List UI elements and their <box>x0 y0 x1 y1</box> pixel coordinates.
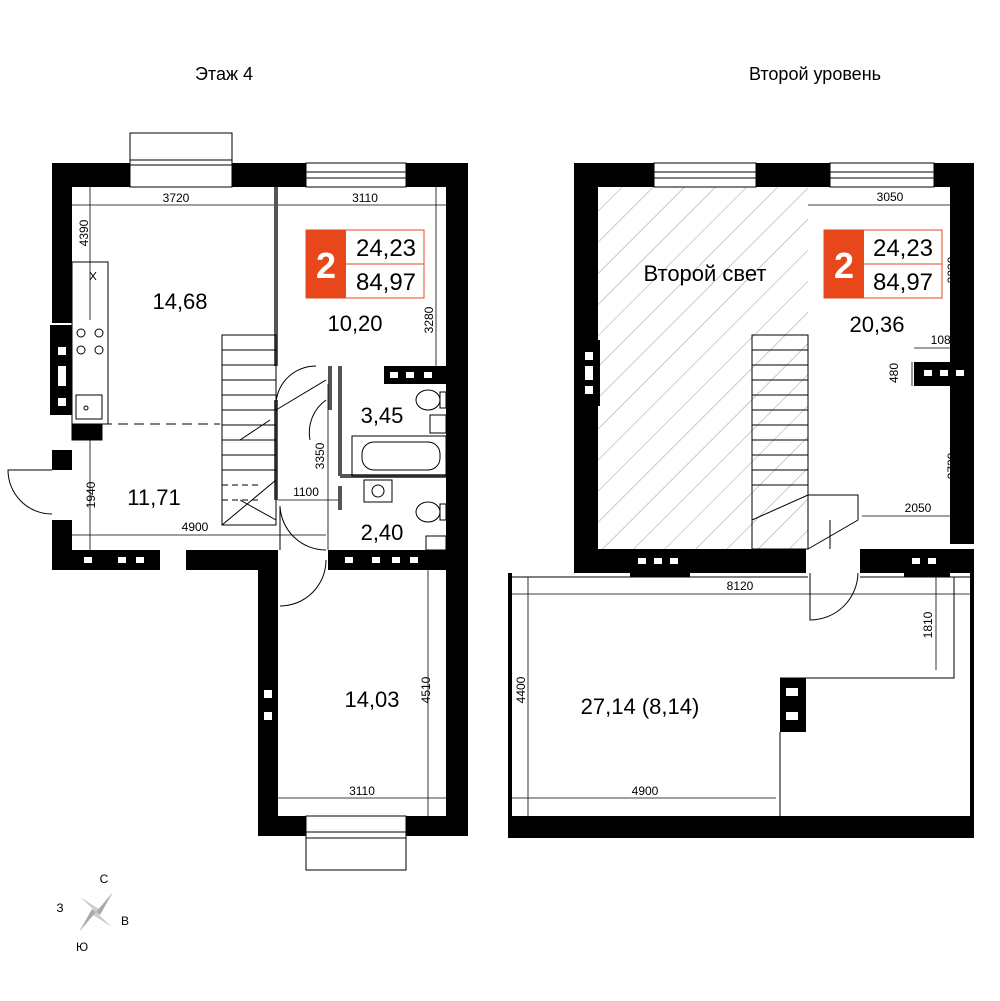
compass: С З В Ю <box>56 872 129 954</box>
compass-north: С <box>100 872 109 886</box>
badge-living-area: 24,23 <box>873 235 933 262</box>
dimension-label: 8120 <box>727 579 754 593</box>
level-1-wall-holes <box>58 347 432 720</box>
compass-west: З <box>56 901 63 915</box>
dimension-label: 3050 <box>877 190 904 204</box>
level-1-bathroom <box>351 389 447 551</box>
apartment-badge: 2 24,23 84,97 <box>305 229 425 299</box>
terrace-outline <box>512 576 970 816</box>
dimension-label: 3230 <box>945 256 959 283</box>
dimension-label: 2050 <box>905 501 932 515</box>
dimension-label: 480 <box>887 363 901 383</box>
dimension-label: 4400 <box>514 676 528 703</box>
level-1-walls <box>50 163 468 836</box>
badge-total-area: 84,97 <box>356 269 416 296</box>
room-area: 3,45 <box>361 403 404 428</box>
dimension-label: 1940 <box>84 481 98 508</box>
compass-south: Ю <box>76 940 88 954</box>
second-light-hatch <box>598 187 808 549</box>
badge-living-area: 24,23 <box>356 235 416 262</box>
badge-total-area: 84,97 <box>873 269 933 296</box>
dimension-label: 3110 <box>349 784 375 798</box>
dimension-label: 3110 <box>352 191 378 205</box>
level-1-dim-lines <box>72 187 446 816</box>
dimension-label: 4390 <box>77 219 91 246</box>
level-2-stairs <box>751 334 859 550</box>
room-area: 2,40 <box>361 520 404 545</box>
level-2-doors <box>809 572 859 621</box>
room-area: 14,68 <box>152 289 207 314</box>
level-1-kitchen <box>71 261 220 441</box>
level-1-plan: Этаж 4 <box>7 64 468 871</box>
level-2-title: Второй уровень <box>749 64 881 84</box>
level-2-wall-holes <box>585 352 964 720</box>
dimension-label: 2730 <box>945 452 959 479</box>
room-area: 11,71 <box>127 485 180 510</box>
level-2-plan: Второй уровень <box>508 64 974 838</box>
compass-rose-icon <box>79 892 113 932</box>
dimension-label: 3350 <box>313 442 327 469</box>
level-1-windows <box>129 132 407 871</box>
dimension-label: 1100 <box>293 485 319 499</box>
apartment-badge: 2 24,23 84,97 <box>823 229 943 299</box>
badge-room-count: 2 <box>834 245 854 286</box>
level-1-stairs <box>221 334 277 526</box>
dimension-label: 4510 <box>419 676 433 703</box>
room-area: 27,14 (8,14) <box>581 694 700 719</box>
compass-east: В <box>121 914 129 928</box>
dimension-label: 1810 <box>921 611 935 638</box>
level-2-dim-lines <box>512 187 970 816</box>
room-area: 14,03 <box>344 687 399 712</box>
level-1-title: Этаж 4 <box>195 64 253 84</box>
dimension-label: 4900 <box>632 784 659 798</box>
badge-room-count: 2 <box>316 245 336 286</box>
dimension-label: 3720 <box>163 191 190 205</box>
room-label: Второй свет <box>644 261 767 286</box>
dimension-label: 3280 <box>422 306 436 333</box>
level-2-windows <box>653 162 935 188</box>
dimension-label: 1080 <box>931 333 958 347</box>
room-area: 20,36 <box>849 312 904 337</box>
room-area: 10,20 <box>327 311 382 336</box>
dimension-label: 4900 <box>182 520 209 534</box>
